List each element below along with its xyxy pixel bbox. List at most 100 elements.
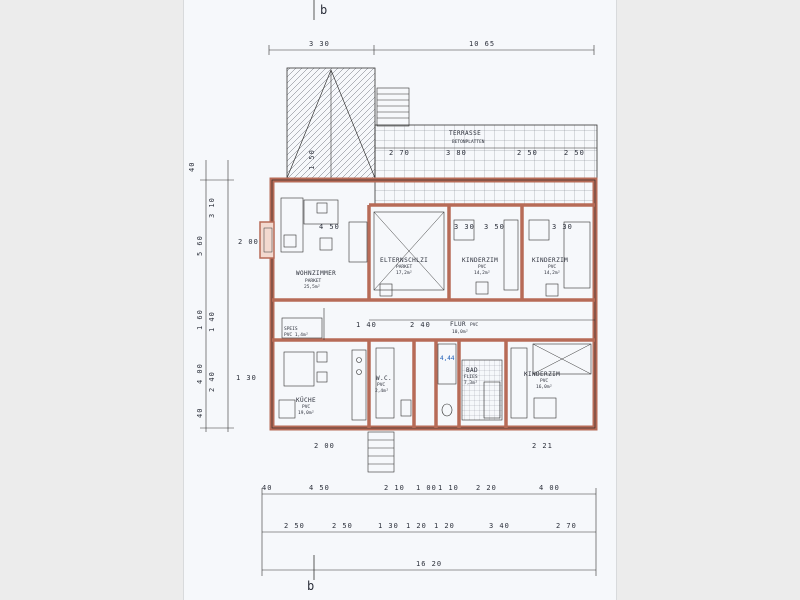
left-dimension-chain: [200, 160, 234, 432]
dim-left-6: 4 00: [196, 363, 204, 384]
bottom-dimensions-row-a: 40 4 50 2 10 1 00 1 10 2 20 4 00: [262, 484, 560, 492]
room-labels: WOHNZIMMER PARKET 25,5m² ELTERNSCHLZI PA…: [284, 257, 568, 416]
bathroom: [375, 343, 503, 421]
bedroom-furniture: [373, 211, 445, 297]
room-wc-name: W.C.: [376, 375, 392, 382]
room-flur-floor: PVC: [470, 322, 478, 328]
room-kueche-area: 19,0m²: [298, 410, 314, 416]
left-dimensions: 40 3 10 5 60 2 00 1 60 4 00 2 40 1 30 40…: [188, 162, 259, 418]
terrace-floor: BETONPLATTEN: [452, 139, 485, 145]
dim-left-5: 1 60: [196, 309, 204, 330]
dim-b-6: 3 40: [489, 522, 510, 530]
room-bad-floor: FLIES: [464, 374, 478, 380]
dim-top-left: 3 30: [309, 40, 330, 48]
dim-terrace-4: 2 50: [564, 149, 585, 157]
dim-left-9: 40: [196, 408, 204, 418]
outer-walls: [269, 177, 598, 431]
room-kinder2-area: 14,2m²: [544, 270, 560, 276]
dim-a-4: 1 00: [416, 484, 437, 492]
dim-a-5: 1 10: [438, 484, 459, 492]
room-kinder3-floor: PVC: [540, 378, 548, 384]
child-room-3-furniture: [510, 343, 592, 419]
dim-b-2: 2 50: [332, 522, 353, 530]
room-kueche-name: KÜCHE: [296, 397, 316, 404]
terrace-area: [374, 124, 598, 206]
section-mark-top: b: [320, 3, 327, 17]
dim-wc: 1 40: [356, 321, 377, 329]
dim-left-2: 3 10: [208, 197, 216, 218]
child-room-1-furniture: [453, 219, 519, 295]
top-dimension-chain: [268, 45, 595, 55]
dim-stair: 2 21: [532, 442, 553, 450]
dim-left-4: 2 00: [238, 238, 259, 246]
entrance-canopy: [286, 67, 376, 179]
terrace-stair: [376, 87, 410, 127]
room-eltern-floor: PARKET: [396, 264, 413, 270]
bottom-dimension-chains: [261, 488, 597, 576]
room-kinder3-name: KINDERZIM: [524, 371, 560, 378]
room-eltern-name: ELTERNSCHLZI: [380, 257, 428, 264]
dim-total: 16 20: [416, 560, 442, 568]
sheet-marks: b b: [307, 3, 327, 593]
room-flur-name: FLUR: [450, 321, 466, 328]
room-kinder1-name: KINDERZIM: [462, 257, 498, 264]
dim-kind1: 3 30: [454, 223, 475, 231]
room-flur-area: 10,0m²: [452, 329, 468, 335]
room-kinder2-name: KINDERZIM: [532, 257, 568, 264]
dim-a-3: 2 10: [384, 484, 405, 492]
room-wohnzimmer-floor: PARKET: [305, 278, 322, 284]
dim-b-5: 1 20: [434, 522, 455, 530]
dim-eltern: 3 50: [484, 223, 505, 231]
room-speis-name: SPEIS: [284, 326, 298, 332]
pantry: [281, 308, 325, 340]
kitchen-furniture: [278, 349, 367, 421]
dim-a-6: 2 20: [476, 484, 497, 492]
room-kueche-floor: PVC: [302, 404, 310, 410]
dim-a-2: 4 50: [309, 484, 330, 492]
bottom-dimensions-row-b: 2 50 2 50 1 30 1 20 1 20 3 40 2 70: [284, 522, 577, 530]
dim-b-1: 2 50: [284, 522, 305, 530]
dim-a-1: 40: [262, 484, 272, 492]
entrance-stair: [367, 431, 395, 473]
dim-kind2: 3 30: [552, 223, 573, 231]
dim-top-right: 10 65: [469, 40, 495, 48]
dim-terrace-1: 2 70: [389, 149, 410, 157]
dim-kueche-door: 2 00: [314, 442, 335, 450]
dim-terrace-3: 2 50: [517, 149, 538, 157]
dim-b-4: 1 20: [406, 522, 427, 530]
dim-b-3: 1 30: [378, 522, 399, 530]
dim-left-7: 2 40: [208, 371, 216, 392]
dim-wohn: 4 50: [319, 223, 340, 231]
dim-left-1: 40: [188, 162, 196, 172]
terrace-label: TERRASSE BETONPLATTEN: [449, 130, 485, 145]
dim-bad: 2 40: [410, 321, 431, 329]
room-bad-name: BAD: [466, 367, 478, 374]
dim-a-7: 4 00: [539, 484, 560, 492]
dim-terrace-2: 3 80: [446, 149, 467, 157]
dim-left-10: 1 40: [208, 311, 216, 332]
room-wc-area: 2,4m²: [375, 388, 389, 394]
room-eltern-area: 17,2m²: [396, 270, 412, 276]
dim-left-3: 5 60: [196, 235, 204, 256]
room-kinder3-area: 16,0m²: [536, 384, 552, 390]
room-bad-mark: 4,44: [440, 355, 455, 362]
living-room-furniture: [280, 197, 368, 263]
room-wohnzimmer-area: 25,5m²: [304, 284, 320, 290]
room-speis-floor: PVC 1,4m²: [284, 332, 308, 338]
room-kinder1-area: 14,2m²: [474, 270, 490, 276]
bay-window: [259, 221, 275, 259]
dim-left-8: 1 30: [236, 374, 257, 382]
dim-wohn-v: 1 50: [308, 149, 316, 170]
inner-dimensions: 4 50 1 50 3 50 3 30 3 30 1 40 2 40 2 00 …: [308, 149, 573, 450]
terrace-name: TERRASSE: [449, 130, 481, 137]
dim-b-7: 2 70: [556, 522, 577, 530]
floor-plan-drawing: b b 3 30 10 65 2 70 3 80 2 50 2 50 TERRA…: [188, 0, 598, 593]
room-wc-floor: PVC: [377, 382, 385, 388]
section-mark-bottom: b: [307, 579, 314, 593]
interior-walls: [272, 203, 595, 428]
room-bad-area: 7,3m²: [464, 380, 478, 386]
top-dimensions: 3 30 10 65 2 70 3 80 2 50 2 50: [309, 40, 585, 157]
plan-sheet: b b 3 30 10 65 2 70 3 80 2 50 2 50 TERRA…: [183, 0, 617, 600]
child-room-2-furniture: [528, 219, 591, 297]
room-wohnzimmer-name: WOHNZIMMER: [296, 270, 336, 277]
